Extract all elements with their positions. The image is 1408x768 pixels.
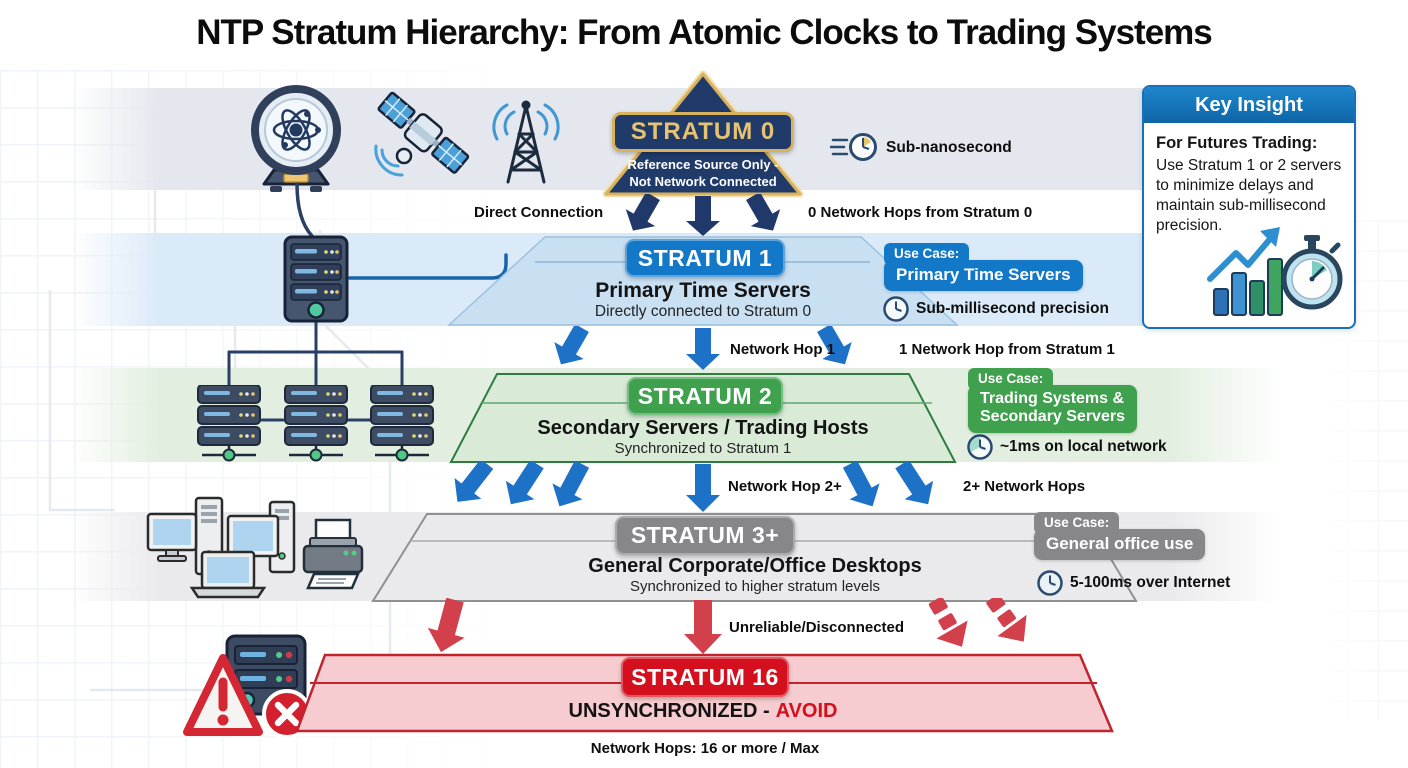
arrow-down-icon	[686, 464, 720, 512]
stratum3-use-case-tab: Use Case:	[1034, 512, 1120, 534]
key-insight-text: Use Stratum 1 or 2 servers to minimize d…	[1156, 157, 1342, 234]
stratum1-subtitle: Directly connected to Stratum 0	[594, 303, 812, 320]
arrow-down-icon	[625, 194, 660, 231]
satellite-icon	[374, 91, 470, 177]
arrow-down-icon	[817, 326, 852, 365]
radio-tower-icon	[492, 100, 560, 184]
chart-stopwatch-icon	[1207, 227, 1343, 316]
arrow-down-dashed-icon	[928, 598, 968, 647]
arrow-down-dashed-icon	[986, 598, 1027, 642]
stratum3-title: General Corporate/Office Desktops	[588, 555, 922, 577]
direct-connection-label: Direct Connection	[474, 204, 604, 221]
stratum1-hop-label: Network Hop 1	[730, 341, 836, 358]
stratum2-precision-label: ~1ms on local network	[1000, 438, 1167, 455]
stratum0-note: Reference Source Only - Not Network Conn…	[598, 157, 808, 191]
arrow-down-icon	[505, 462, 544, 505]
stratum2-use-case-line2: Secondary Servers	[980, 408, 1125, 426]
page-title: NTP Stratum Hierarchy: From Atomic Clock…	[196, 13, 1213, 52]
arrows-stratum2-to-3	[454, 462, 934, 512]
arrow-down-icon	[454, 462, 494, 502]
stratum16-badge: STRATUM 16	[621, 657, 789, 697]
stratum0-note-line1: Reference Source Only -	[627, 157, 779, 172]
arrow-down-icon	[842, 462, 880, 507]
key-insight-panel: Key Insight For Futures Trading: Use Str…	[1142, 85, 1356, 329]
stratum1-use-case-badge: Primary Time Servers	[884, 260, 1083, 291]
arrows-stratum3-to-16	[427, 598, 1027, 654]
stratum16-title-avoid: AVOID	[775, 700, 838, 722]
stratum2-subtitle: Synchronized to Stratum 1	[614, 440, 792, 457]
stratum2-hop-label: Network Hop 2+	[728, 478, 842, 495]
stratum16-title: UNSYNCHRONIZED -AVOID	[420, 700, 986, 723]
arrow-down-icon	[552, 462, 590, 507]
key-insight-heading: For Futures Trading:	[1156, 134, 1318, 152]
stratum0-hops-label: 0 Network Hops from Stratum 0	[808, 204, 1033, 221]
atomic-clock-icon	[251, 85, 341, 192]
warning-triangle-icon	[183, 654, 263, 736]
clock-icon	[883, 296, 909, 322]
stratum2-badge: STRATUM 2	[627, 377, 783, 415]
stratum16-title-main: UNSYNCHRONIZED -	[568, 700, 770, 722]
stratum16-bottom-label: Network Hops: 16 or more / Max	[590, 740, 820, 757]
stratum3-subtitle: Synchronized to higher stratum levels	[629, 578, 881, 595]
server-tower-icon	[283, 235, 349, 323]
key-insight-body: For Futures Trading: Use Stratum 1 or 2 …	[1144, 123, 1354, 235]
clock-icon	[967, 434, 993, 460]
stratum0-badge: STRATUM 0	[612, 112, 794, 152]
stratum0-precision-label: Sub-nanosecond	[886, 139, 1012, 156]
arrow-down-icon	[746, 194, 781, 231]
clock-icon	[1037, 570, 1063, 596]
stratum3-precision-label: 5-100ms over Internet	[1070, 574, 1231, 591]
stratum1-badge: STRATUM 1	[625, 239, 785, 277]
server-rack-icon	[284, 385, 348, 462]
stratum2-use-case-line1: Trading Systems &	[980, 390, 1125, 407]
stratum1-hops-label: 1 Network Hop from Stratum 1	[899, 341, 1115, 358]
stratum1-precision-label: Sub-millisecond precision	[916, 300, 1109, 317]
stratum3-use-case-badge: General office use	[1034, 529, 1206, 560]
stratum2-use-case-badge: Trading Systems & Secondary Servers	[968, 385, 1137, 433]
arrow-down-icon	[686, 196, 720, 236]
key-insight-header: Key Insight	[1144, 87, 1354, 123]
arrow-down-icon	[684, 600, 722, 654]
stratum3-hop-label: Unreliable/Disconnected	[729, 619, 905, 636]
speed-clock-icon	[830, 133, 877, 161]
stratum2-title: Secondary Servers / Trading Hosts	[537, 417, 869, 439]
server-rack-icon	[370, 385, 434, 462]
stratum3-badge: STRATUM 3+	[615, 516, 795, 555]
arrow-down-icon	[895, 462, 934, 505]
stratum2-use-case-tab: Use Case:	[968, 368, 1054, 390]
stratum0-note-line2: Not Network Connected	[629, 173, 777, 189]
arrows-stratum0-to-1	[625, 194, 781, 236]
arrows-stratum1-to-2	[554, 326, 852, 370]
stratum2-hops-label: 2+ Network Hops	[963, 478, 1086, 495]
server-rack-icon	[197, 385, 261, 462]
stratum1-use-case-tab: Use Case:	[884, 243, 970, 265]
network-lines	[227, 182, 508, 422]
arrow-down-icon	[427, 598, 465, 653]
desktop-computers-icon	[146, 496, 364, 599]
stratum1-title: Primary Time Servers	[595, 279, 811, 302]
arrow-down-icon	[554, 326, 589, 365]
arrow-down-icon	[686, 328, 720, 370]
